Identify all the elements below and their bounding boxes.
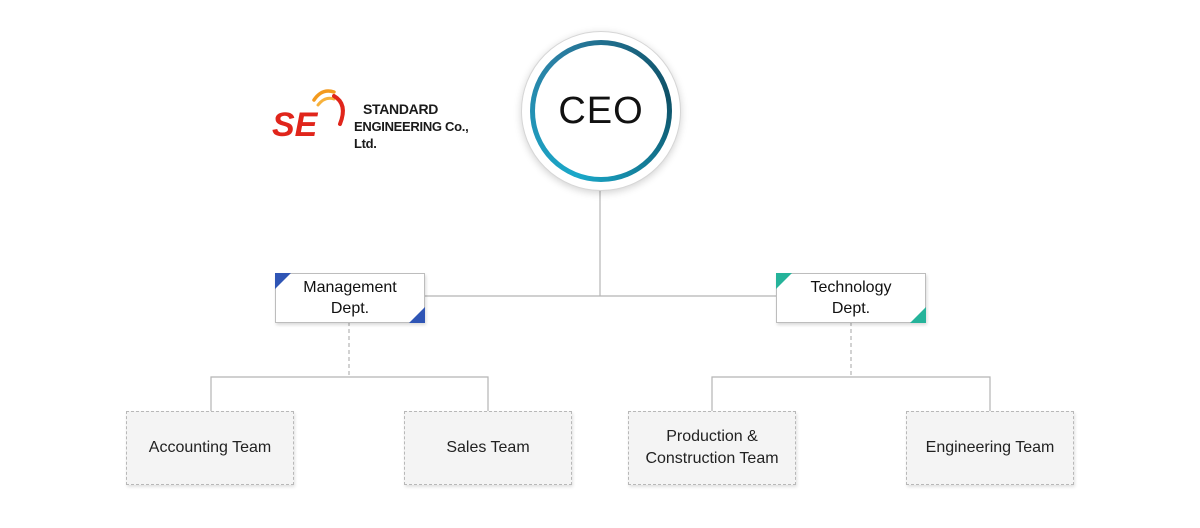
ceo-node: CEO: [521, 31, 681, 191]
logo-swoosh-1: [312, 89, 336, 102]
se-logo-mark: SE: [272, 89, 345, 142]
team-label: Accounting Team: [148, 439, 272, 456]
corner-accent: [275, 273, 291, 289]
ceo-ring: CEO: [530, 40, 672, 182]
mgmt-branch: [210, 376, 489, 411]
production-construction-team-box: Production & Construction Team: [628, 411, 796, 485]
accounting-team-box: Accounting Team: [126, 411, 294, 485]
logo-swoosh-2: [316, 96, 336, 107]
dept-label: Technology Dept.: [810, 279, 892, 317]
logo-swoosh-3: [332, 94, 345, 126]
company-logo: SE STANDARD ENGINEERING Co., Ltd.: [272, 86, 492, 151]
logo-mark-text: SE: [272, 106, 319, 142]
team-label: Sales Team: [446, 439, 530, 456]
logo-line-standard: STANDARD: [363, 101, 439, 117]
corner-accent: [910, 307, 926, 323]
corner-accent: [776, 273, 792, 289]
tech-branch: [711, 376, 991, 411]
corner-accent: [409, 307, 425, 323]
team-label: Engineering Team: [925, 439, 1055, 456]
technology-dept-box: Technology Dept.: [776, 273, 926, 323]
dept-label: Management Dept.: [303, 279, 397, 317]
ceo-label: CEO: [558, 89, 644, 132]
ceo-inner: CEO: [535, 45, 667, 177]
logo-line-engineering: ENGINEERING Co., Ltd.: [354, 119, 469, 151]
logo-wordmark: STANDARD ENGINEERING Co., Ltd.: [354, 101, 492, 152]
management-dept-box: Management Dept.: [275, 273, 425, 323]
team-label: Production & Construction Team: [645, 428, 779, 467]
sales-team-box: Sales Team: [404, 411, 572, 485]
engineering-team-box: Engineering Team: [906, 411, 1074, 485]
